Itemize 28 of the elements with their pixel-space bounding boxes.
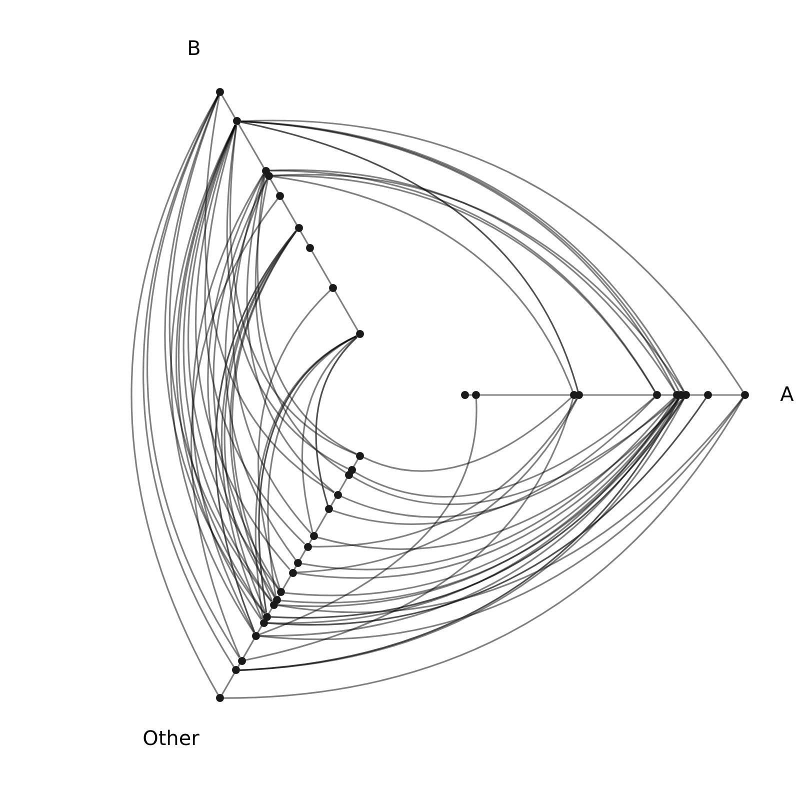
edge-curve	[224, 179, 296, 560]
edge-curve	[296, 398, 578, 574]
edge-curve	[254, 180, 346, 474]
edge-curve	[302, 336, 358, 532]
edge-curve	[246, 174, 335, 493]
edge-curve	[224, 398, 744, 699]
edge-curve	[170, 124, 254, 633]
axis-label: A	[780, 384, 794, 404]
edge-curve	[204, 124, 306, 544]
edge-curve	[130, 95, 219, 695]
edge-curve	[272, 176, 574, 392]
edge-curve	[311, 398, 578, 548]
edge-curve	[212, 179, 280, 590]
edge-curve	[245, 398, 574, 661]
edge-curve	[192, 174, 264, 633]
axis-label: Other	[142, 728, 200, 748]
edge-curve	[317, 397, 684, 550]
edge-curve	[195, 124, 290, 570]
edge-curve	[258, 290, 331, 589]
edge-curve	[204, 96, 334, 494]
edge-curve	[363, 397, 572, 472]
axis-label: B	[187, 38, 201, 58]
edge-curve	[315, 336, 358, 506]
edge-curve	[256, 174, 357, 455]
edge-curve	[259, 399, 477, 636]
edge-curve	[190, 198, 278, 658]
edge-curve	[240, 121, 579, 392]
edge-curve	[207, 174, 276, 598]
